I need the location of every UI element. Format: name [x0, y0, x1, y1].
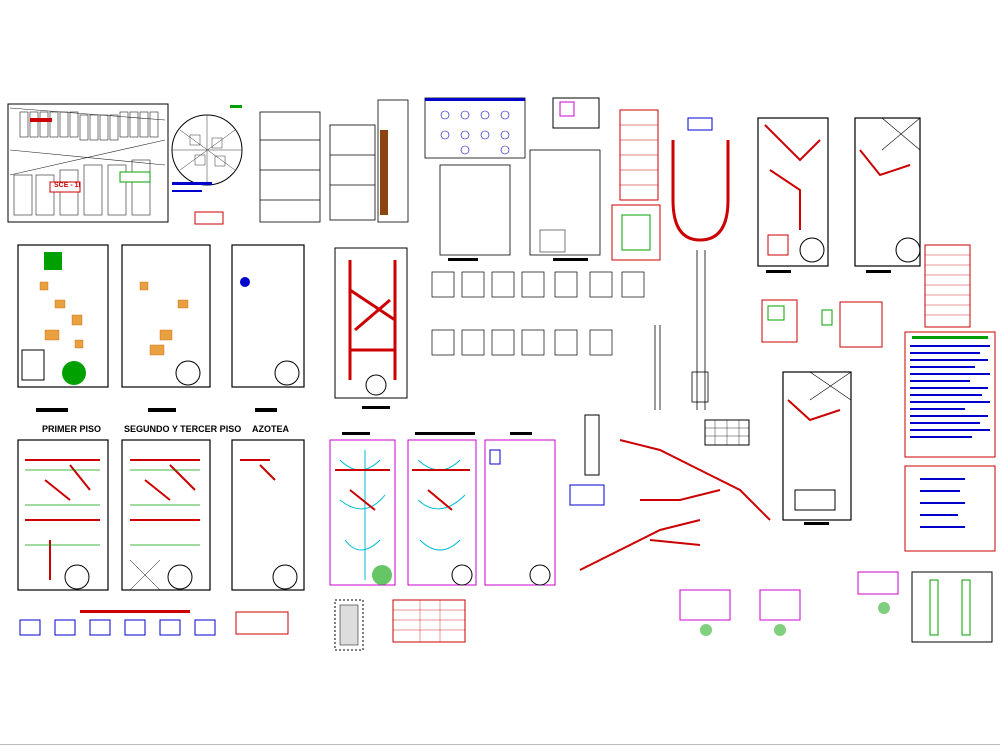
well-detail: [334, 599, 364, 651]
electrical-plan-2: [407, 439, 477, 586]
cistern-u-detail: [671, 117, 730, 242]
circular-key-plan: [171, 105, 243, 225]
structural-plan: [334, 247, 408, 399]
label-azotea: AZOTEA: [252, 424, 289, 434]
floor-plan-azotea: [231, 439, 305, 591]
section-elevations: [259, 97, 601, 256]
plan-top-right-1: [757, 117, 829, 267]
floor-plan-primer-piso: [17, 439, 109, 591]
floor-plan-1: [17, 244, 109, 388]
floor-plan-segundo-tercer: [121, 439, 211, 591]
bottom-right-section: [911, 571, 993, 643]
floor-plan-2: [121, 244, 211, 388]
plan-top-right-2: [854, 117, 921, 267]
column-schedule-top: [552, 97, 661, 261]
bottom-left-details: [19, 610, 289, 636]
stair-details: [579, 439, 771, 571]
detail-symbols-grid: [440, 110, 510, 155]
general-notes: [904, 331, 996, 458]
plan-right-mid: [782, 371, 852, 521]
bottom-schedule-table: [392, 599, 466, 643]
notes-table-2: [904, 465, 996, 552]
column-rebar-detail: [569, 414, 605, 506]
floor-plan-azotea-top: [231, 244, 305, 388]
label-segundo-tercer-piso: SEGUNDO Y TERCER PISO: [124, 424, 242, 434]
label-primer-piso: PRIMER PISO: [42, 424, 102, 434]
sheet-bottom-rule: [0, 744, 1000, 745]
location-map: [7, 103, 169, 223]
electrical-panels: [679, 571, 899, 636]
title-bars: [36, 258, 891, 525]
tank-details-right: [761, 299, 883, 348]
footing-details: [431, 271, 645, 356]
brick-parapet-detail: [704, 419, 750, 446]
column-elevation: [654, 250, 709, 410]
electrical-plan-3: [484, 439, 556, 586]
electrical-plan-1: [329, 439, 396, 586]
label-sector: SCE - 1I: [54, 182, 81, 189]
legend-table: [924, 244, 971, 328]
